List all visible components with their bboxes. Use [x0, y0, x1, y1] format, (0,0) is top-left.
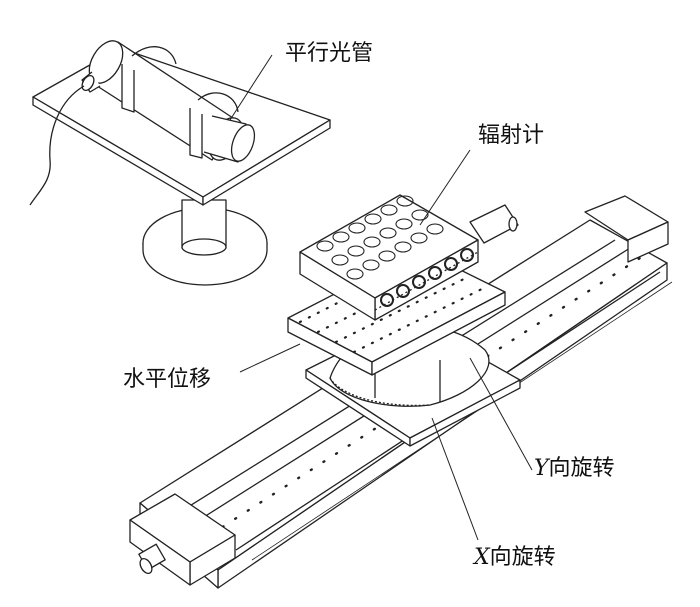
label-x-rotation: X向旋转	[474, 546, 556, 570]
collimator-pedestal	[142, 199, 268, 286]
leader-radiometer	[419, 149, 471, 226]
collimator-brackets	[121, 46, 239, 159]
leader-x-rotation	[431, 417, 479, 541]
collimator-assembly	[29, 40, 331, 286]
radiometer-array	[299, 194, 479, 321]
label-horizontal-shift: 水平位移	[123, 367, 212, 392]
leader-collimator	[229, 54, 273, 121]
leader-lines	[229, 54, 533, 541]
label-collimator: 平行光管	[285, 41, 374, 66]
leader-y-rotation	[469, 357, 533, 471]
label-y-rotation-text: 向旋转	[548, 456, 615, 481]
leader-horizontal-shift	[239, 343, 301, 373]
label-radiometer: 辐射计	[478, 123, 545, 148]
label-x-rotation-axis: X	[474, 545, 490, 570]
label-y-rotation: Y向旋转	[534, 457, 615, 481]
collimator-cable	[29, 85, 85, 206]
label-y-rotation-axis: Y	[534, 456, 549, 481]
label-x-rotation-text: 向旋转	[489, 545, 556, 570]
